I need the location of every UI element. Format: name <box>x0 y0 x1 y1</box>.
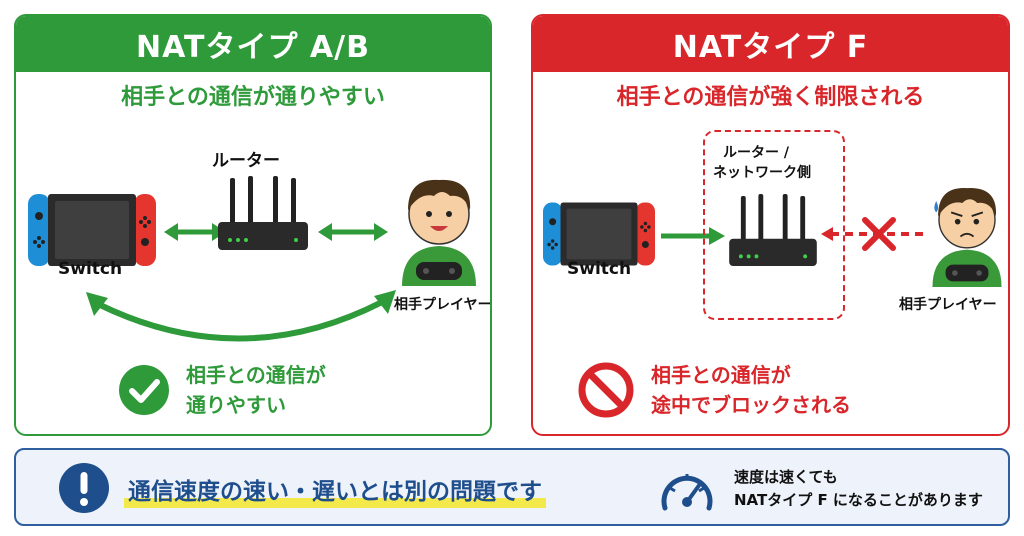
router-label-line1: ルーター / <box>723 145 789 161</box>
nat-ab-title: NATタイプ A/B <box>16 16 490 72</box>
nat-f-panel: NATタイプ F 相手との通信が強く制限される Switch ルーター / ネッ… <box>531 14 1010 436</box>
switch-console-icon <box>28 194 156 266</box>
router-label-line2: ネットワーク側 <box>713 165 811 181</box>
nat-ab-panel: NATタイプ A/B 相手との通信が通りやすい Switch ルーター <box>14 14 492 436</box>
network-side-box <box>703 130 845 320</box>
nat-f-subtitle: 相手との通信が強く制限される <box>616 85 925 110</box>
player-label: 相手プレイヤー <box>899 297 997 313</box>
nat-f-result: 相手との通信が 途中でブロックされる <box>577 360 851 420</box>
info-note: 速度は速くても NATタイプ F になることがあります <box>734 466 983 512</box>
player-worried-icon <box>932 187 1002 287</box>
switch-label: Switch <box>58 259 123 279</box>
double-arrow-icon <box>318 223 388 241</box>
switch-label: Switch <box>567 259 632 279</box>
info-main-text-content: 通信速度の速い・遅いとは別の問題です <box>128 479 542 505</box>
prohibited-icon <box>578 362 634 418</box>
text-highlight <box>124 498 546 508</box>
nat-f-result-line1: 相手との通信が <box>651 363 791 387</box>
nat-ab-result-line1: 相手との通信が <box>186 363 326 387</box>
nat-ab-result: 相手との通信が 通りやすい <box>118 360 326 420</box>
nat-f-title: NATタイプ F <box>533 16 1008 72</box>
info-note-line1: 速度は速くても <box>734 468 838 486</box>
info-bar: 通信速度の速い・遅いとは別の問題です 速度は速くても NATタイプ F になるこ… <box>14 448 1010 526</box>
arrow-right-icon <box>661 227 725 245</box>
nat-ab-result-line2: 通りやすい <box>186 393 286 417</box>
player-label: 相手プレイヤー <box>394 297 492 313</box>
router-label: ルーター <box>212 151 280 171</box>
nat-f-result-line2: 途中でブロックされる <box>651 393 851 417</box>
router-icon <box>218 176 308 250</box>
speedometer-icon <box>661 474 713 511</box>
switch-console-icon <box>543 202 655 266</box>
exclamation-circle-icon <box>59 463 109 513</box>
info-main-text: 通信速度の速い・遅いとは別の問題です <box>124 472 546 508</box>
blocked-arrow-icon <box>821 217 925 251</box>
curved-arrow-icon <box>86 290 396 342</box>
nat-ab-subtitle: 相手との通信が通りやすい <box>121 85 385 110</box>
router-icon <box>729 194 817 267</box>
double-arrow-icon <box>164 223 226 241</box>
player-happy-icon <box>402 179 476 286</box>
info-note-line2: NATタイプ F になることがあります <box>734 491 983 509</box>
check-circle-icon <box>119 365 169 415</box>
